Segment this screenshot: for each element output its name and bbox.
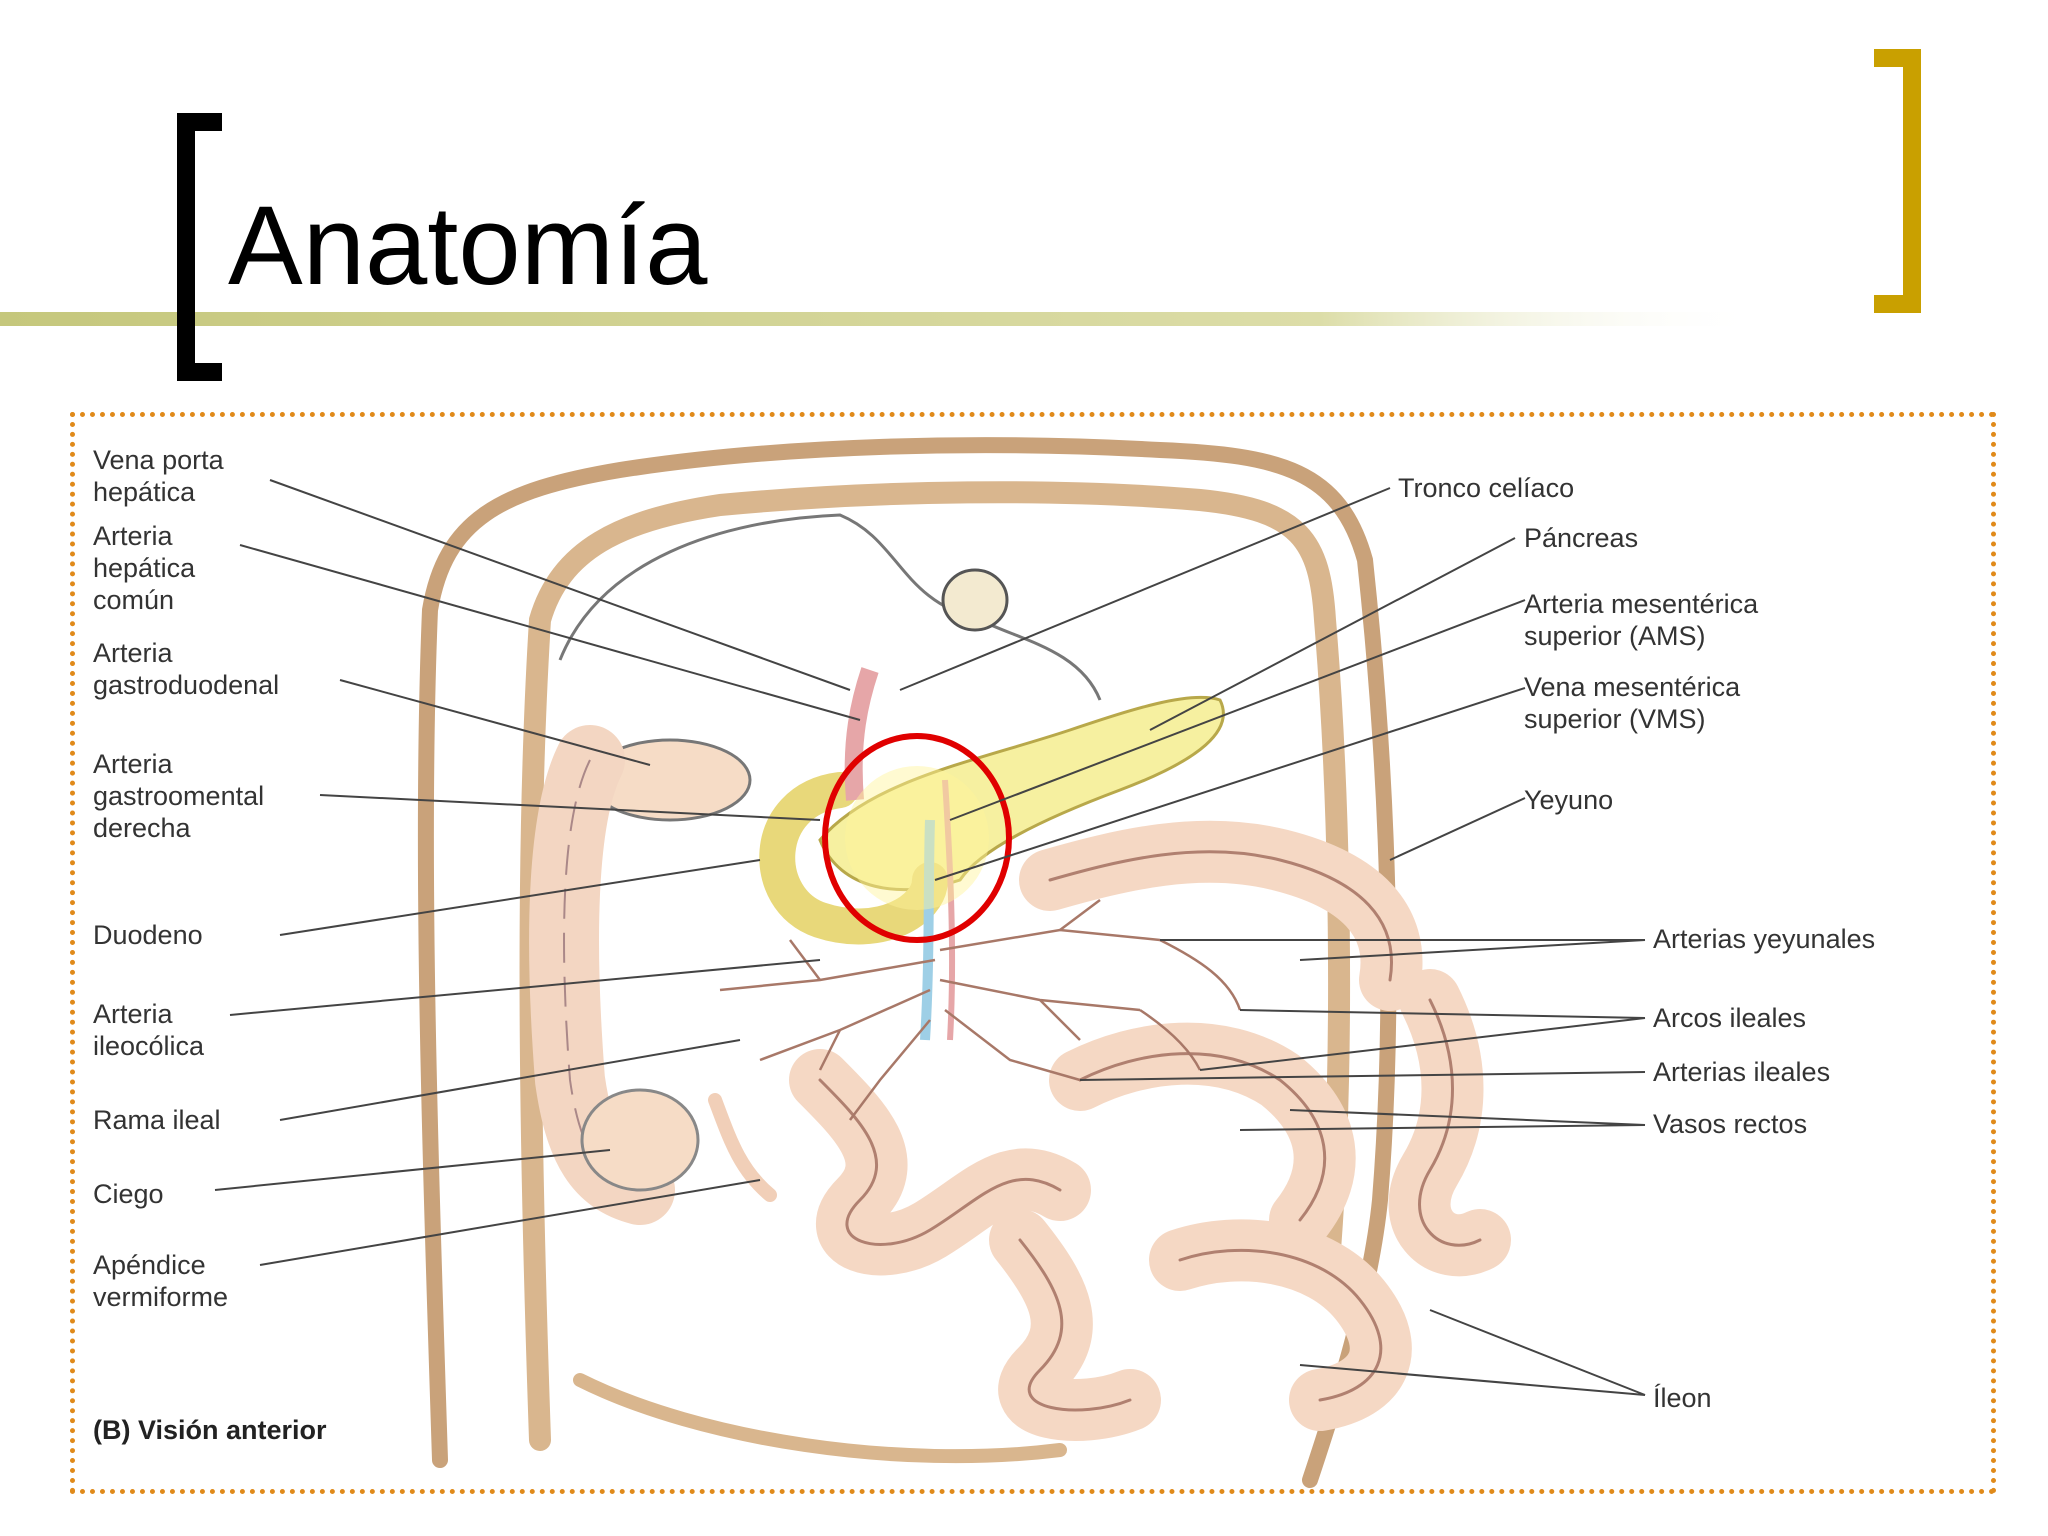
label-arcos-ileales: Arcos ileales	[1653, 1003, 1807, 1033]
label-arteria-ileocolica: Arteria ileocólica	[93, 999, 205, 1061]
label-tronco-celiaco: Tronco celíaco	[1398, 473, 1575, 503]
highlight-circle	[822, 733, 1012, 943]
label-arterias-ileales: Arterias ileales	[1653, 1057, 1831, 1087]
label-arteria-mesenterica-superior: Arteria mesentérica superior (AMS)	[1524, 589, 1759, 651]
label-ciego: Ciego	[93, 1179, 164, 1209]
label-vena-porta-hepatica: Vena porta hepática	[93, 445, 224, 507]
label-arteria-gastroduodenal: Arteria gastroduodenal	[93, 638, 280, 700]
aorta-section	[941, 568, 1009, 632]
figure-frame	[70, 412, 1996, 1494]
upper-organ-outline	[558, 513, 1102, 701]
mesenteric-branches	[719, 899, 1242, 1121]
right-bracket	[1874, 49, 1921, 313]
left-bracket	[177, 113, 222, 381]
label-vena-mesenterica-superior: Vena mesentérica superior (VMS)	[1524, 672, 1741, 734]
label-arterias-yeyunales: Arterias yeyunales	[1653, 924, 1876, 954]
superior-mesenteric-artery	[942, 779, 956, 1041]
label-apendice-vermiforme: Apéndice vermiforme	[93, 1250, 229, 1312]
label-yeyuno: Yeyuno	[1524, 785, 1614, 815]
label-arteria-gastroomental-derecha: Arteria gastroomental derecha	[93, 749, 265, 843]
label-pancreas: Páncreas	[1524, 523, 1639, 553]
label-duodeno: Duodeno	[93, 920, 203, 950]
label-arteria-hepatica-comun: Arteria hepática común	[93, 521, 196, 615]
portal-vein	[844, 667, 879, 801]
cecum	[580, 1088, 700, 1192]
label-ileon: Íleon	[1653, 1383, 1712, 1413]
slide-title: Anatomía	[228, 183, 708, 308]
superior-mesenteric-vein	[920, 819, 935, 1041]
figure-caption: (B) Visión anterior	[93, 1415, 327, 1445]
duodenum	[759, 772, 948, 945]
abdominal-wall-inner	[519, 481, 1351, 1451]
leader-lines	[214, 479, 1646, 1396]
label-vasos-rectos: Vasos rectos	[1653, 1109, 1808, 1139]
highlight-glow	[845, 766, 989, 910]
slide-decoration	[0, 49, 1921, 381]
anatomy-illustration	[214, 437, 1646, 1488]
title-rule	[0, 312, 1760, 326]
label-rama-ileal: Rama ileal	[93, 1105, 221, 1135]
appendix	[708, 1093, 777, 1202]
